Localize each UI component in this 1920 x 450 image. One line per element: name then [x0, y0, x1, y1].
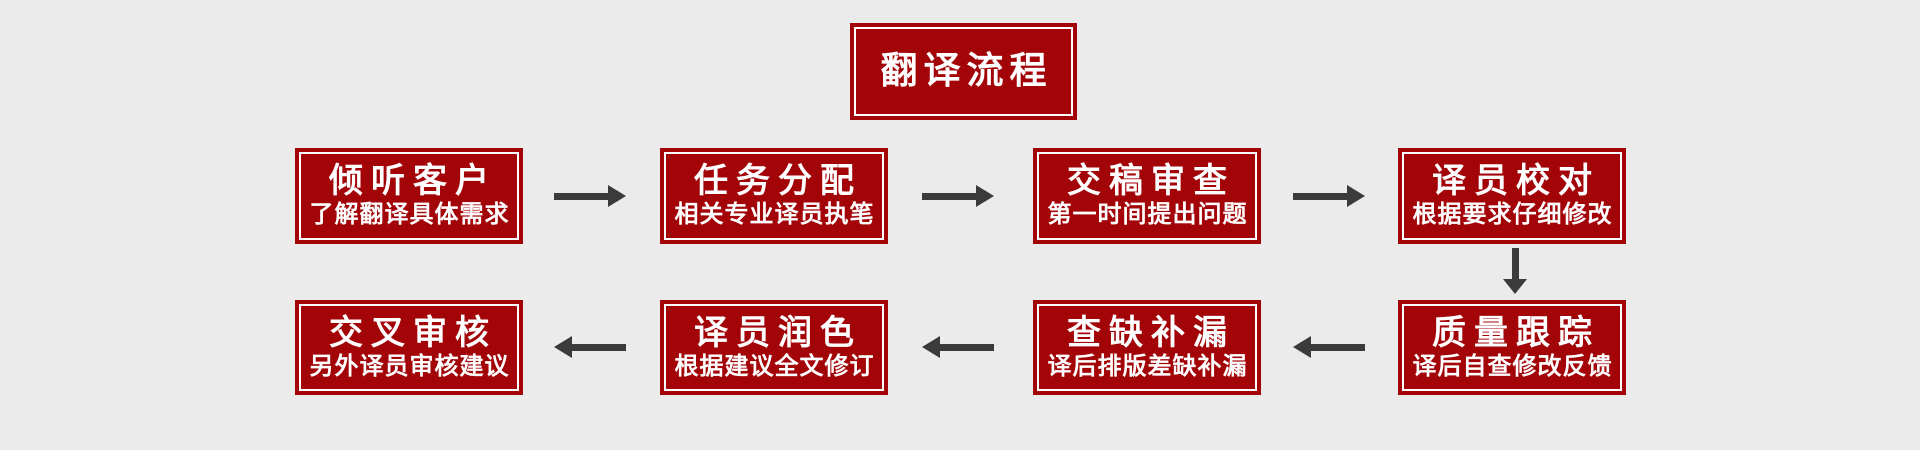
step-subtitle: 第一时间提出问题 [1047, 201, 1248, 229]
step-box-draft-review: 交稿审查 第一时间提出问题 [1033, 148, 1261, 244]
step-box-listen-customer: 倾听客户 了解翻译具体需求 [295, 148, 523, 244]
arrow-shaft [940, 343, 994, 351]
arrow-head [1347, 185, 1365, 207]
step-subtitle: 译后自查修改反馈 [1412, 352, 1613, 380]
arrow-left-icon [922, 336, 994, 358]
arrow-head [976, 185, 994, 207]
arrow-left-icon [1293, 336, 1365, 358]
arrow-head [922, 336, 940, 358]
step-heading: 交叉审核 [329, 313, 497, 352]
arrow-right-icon [554, 185, 626, 207]
step-subtitle: 根据建议全文修订 [674, 352, 875, 380]
arrow-right-icon [922, 185, 994, 207]
arrow-left-icon [554, 336, 626, 358]
step-heading: 查缺补漏 [1067, 313, 1235, 352]
step-box-translator-polish: 译员润色 根据建议全文修订 [660, 300, 888, 395]
arrow-shaft [1511, 248, 1519, 279]
arrow-head [1503, 279, 1527, 294]
step-subtitle: 另外译员审核建议 [309, 352, 510, 380]
step-heading: 译员校对 [1432, 162, 1600, 201]
arrow-shaft [1311, 343, 1365, 351]
step-heading: 任务分配 [694, 162, 862, 201]
flow-title: 翻译流程 [880, 50, 1053, 92]
arrow-head [608, 185, 626, 207]
arrow-shaft [554, 192, 608, 200]
step-heading: 交稿审查 [1067, 162, 1235, 201]
step-box-gap-filling: 查缺补漏 译后排版差缺补漏 [1033, 300, 1261, 395]
step-subtitle: 根据要求仔细修改 [1412, 201, 1613, 229]
arrow-shaft [1293, 192, 1347, 200]
step-heading: 倾听客户 [329, 162, 497, 201]
step-box-translator-proofread: 译员校对 根据要求仔细修改 [1398, 148, 1626, 244]
arrow-shaft [572, 343, 626, 351]
flow-title-box: 翻译流程 [850, 23, 1077, 120]
step-box-quality-tracking: 质量跟踪 译后自查修改反馈 [1398, 300, 1626, 395]
step-heading: 译员润色 [694, 313, 862, 352]
step-heading: 质量跟踪 [1432, 313, 1600, 352]
step-box-task-assignment: 任务分配 相关专业译员执笔 [660, 148, 888, 244]
step-subtitle: 了解翻译具体需求 [309, 201, 510, 229]
step-subtitle: 译后排版差缺补漏 [1047, 352, 1248, 380]
arrow-head [1293, 336, 1311, 358]
arrow-right-icon [1293, 185, 1365, 207]
arrow-shaft [922, 192, 976, 200]
step-subtitle: 相关专业译员执笔 [674, 201, 875, 229]
step-box-cross-review: 交叉审核 另外译员审核建议 [295, 300, 523, 395]
arrow-head [554, 336, 572, 358]
arrow-down-icon [1503, 248, 1527, 294]
